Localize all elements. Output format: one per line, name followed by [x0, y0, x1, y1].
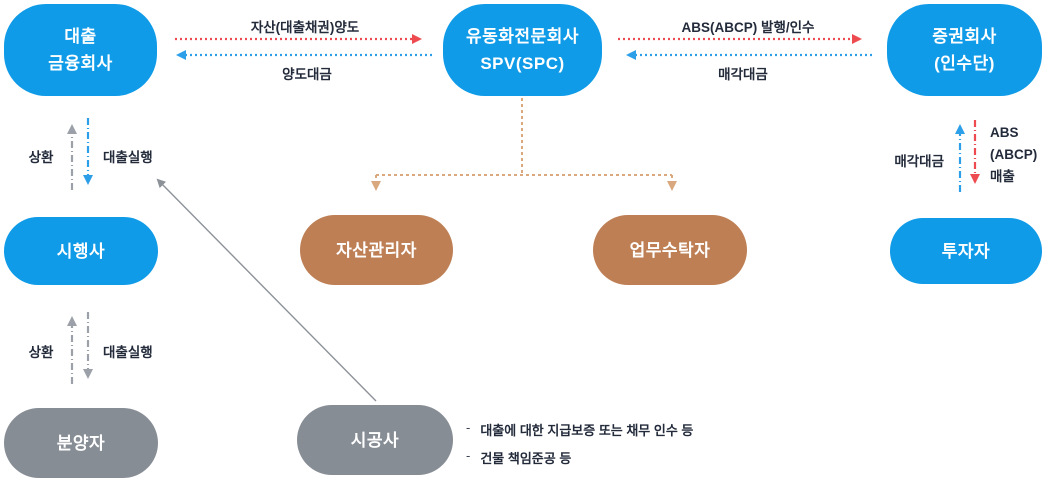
node-asset-manager: 자산관리자 [300, 215, 453, 285]
label-loan-execution-upper: 대출실행 [103, 150, 153, 165]
note-text: 건물 책임준공 등 [480, 451, 572, 466]
node-trustee: 업무수탁자 [593, 215, 747, 285]
node-developer: 시행사 [4, 217, 158, 285]
node-securities-company: 증권회사 (인수단) [887, 4, 1042, 96]
label-abs-sale-line2: (ABCP) [990, 147, 1038, 162]
constructor-notes: - 대출에 대한 지급보증 또는 채무 인수 등 - 건물 책임준공 등 [466, 420, 693, 467]
label-sale-payment-top: 매각대금 [718, 67, 768, 82]
node-label: 자산관리자 [336, 240, 417, 260]
node-label: 시공사 [350, 430, 400, 450]
node-label: 업무수탁자 [629, 240, 711, 260]
note-bullet: - [466, 420, 471, 435]
node-investor: 투자자 [890, 218, 1042, 284]
note-bullet: - [466, 448, 471, 463]
node-label: (인수단) [934, 54, 995, 73]
label-abs-sale: ABS (ABCP) 매출 [990, 122, 1048, 188]
note-item: - 건물 책임준공 등 [466, 448, 693, 467]
node-label: 증권회사 [932, 27, 997, 46]
node-buyer: 분양자 [4, 408, 158, 478]
label-abs-sale-line1: ABS [990, 125, 1019, 140]
label-loan-execution-lower: 대출실행 [103, 345, 153, 360]
label-transfer-payment: 양도대금 [282, 67, 332, 82]
label-abs-issue: ABS(ABCP) 발행/인수 [681, 20, 815, 35]
label-repayment-lower: 상환 [28, 345, 54, 360]
node-loan-financial-company: 대출 금융회사 [4, 4, 157, 96]
label-repayment-upper: 상환 [28, 150, 54, 165]
label-sale-payment-right: 매각대금 [894, 154, 944, 169]
node-label: 분양자 [56, 433, 106, 453]
node-label: 금융회사 [48, 54, 113, 73]
note-text: 대출에 대한 지급보증 또는 채무 인수 등 [480, 423, 694, 438]
label-asset-transfer: 자산(대출채권)양도 [250, 20, 360, 35]
note-item: - 대출에 대한 지급보증 또는 채무 인수 등 [466, 420, 693, 439]
node-spv: 유동화전문회사 SPV(SPC) [443, 4, 602, 96]
node-label: 시행사 [56, 241, 106, 261]
arrow-constructor-guarantee [156, 178, 377, 402]
node-label: 유동화전문회사 [466, 27, 579, 46]
node-label: 투자자 [941, 241, 991, 261]
label-abs-sale-line3: 매출 [990, 169, 1015, 184]
node-label: SPV(SPC) [480, 54, 565, 73]
node-constructor: 시공사 [297, 405, 453, 475]
node-label: 대출 [64, 27, 97, 46]
